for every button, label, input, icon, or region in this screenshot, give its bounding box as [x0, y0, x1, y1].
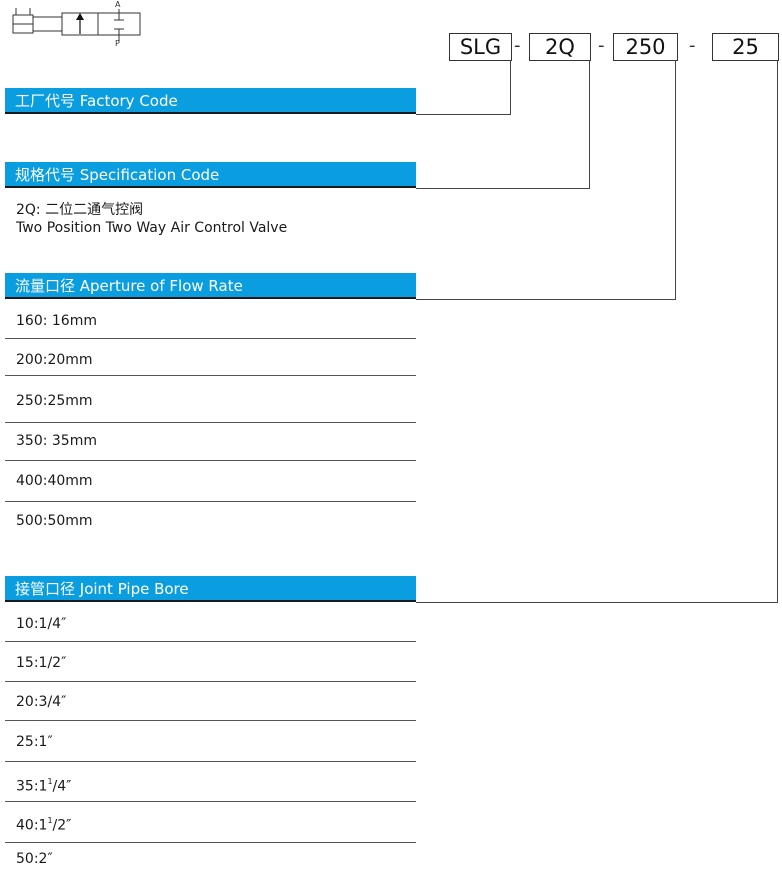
list-item: 15:1/2″ — [5, 642, 416, 682]
connector-line — [416, 299, 676, 300]
section-header-aperture: 流量口径 Aperture of Flow Rate — [5, 273, 416, 299]
list-item: 500:50mm — [16, 513, 93, 529]
list-item: 250:25mm — [5, 376, 416, 423]
code-separator: - — [598, 35, 605, 56]
connector-line — [416, 188, 590, 189]
spec-desc-en: Two Position Two Way Air Control Valve — [16, 220, 288, 236]
section-header-spec: 规格代号 Specification Code — [5, 162, 416, 188]
list-item: 35:11/4″ — [5, 762, 416, 802]
list-item: 10:1/4″ — [5, 604, 416, 642]
port-a-label: A — [115, 0, 121, 9]
bore-value: 40:1 — [16, 817, 48, 834]
bore-superscript: 1 — [47, 777, 53, 786]
bore-value: 10:1/4″ — [16, 616, 67, 632]
section-header-bore: 接管口径 Joint Pipe Bore — [5, 576, 416, 602]
connector-line — [416, 602, 778, 603]
connector-line — [589, 60, 590, 189]
connector-line — [675, 60, 676, 300]
bore-value: 35:1 — [16, 778, 48, 795]
connector-line — [510, 60, 511, 115]
bore-superscript: 1 — [47, 816, 53, 825]
list-item: 50:2″ — [5, 843, 416, 876]
code-separator: - — [689, 35, 696, 56]
section-header-factory: 工厂代号 Factory Code — [5, 88, 416, 114]
list-item: 20:3/4″ — [5, 682, 416, 721]
bore-value-suffix: /4″ — [52, 778, 72, 795]
connector-line — [777, 60, 778, 603]
bore-value: 25:1″ — [16, 734, 53, 750]
bore-value: 50:2″ — [16, 851, 53, 867]
bore-value: 15:1/2″ — [16, 655, 67, 671]
list-item: 400:40mm — [5, 461, 416, 502]
bore-value-suffix: /2″ — [52, 817, 72, 834]
connector-line — [416, 114, 511, 115]
list-item: 25:1″ — [5, 721, 416, 762]
code-bore-box: 25 — [712, 33, 779, 61]
code-spec-box: 2Q — [529, 33, 591, 61]
code-separator: - — [514, 35, 521, 56]
code-aperture-box: 250 — [613, 33, 678, 61]
valve-symbol-icon — [12, 8, 141, 41]
port-p-label: P — [115, 39, 120, 48]
spec-desc-cn: 2Q: 二位二通气控阀 — [16, 202, 144, 218]
list-item: 160: 16mm — [5, 301, 416, 339]
list-item: 40:11/2″ — [5, 802, 416, 843]
code-factory-box: SLG — [449, 33, 512, 61]
list-item: 350: 35mm — [5, 423, 416, 461]
list-item: 200:20mm — [5, 339, 416, 376]
bore-value: 20:3/4″ — [16, 694, 67, 710]
